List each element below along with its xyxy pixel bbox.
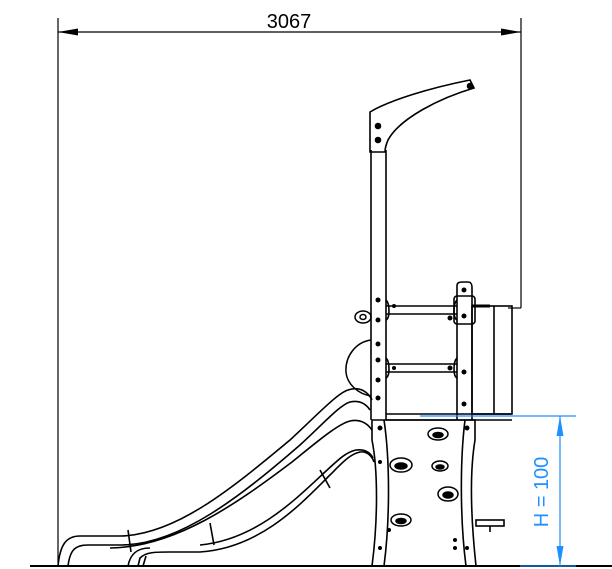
slide-bed-top [109, 419, 373, 549]
width-dimension [57, 18, 522, 563]
rail-end-left [385, 299, 390, 321]
handle-knob-hub [359, 313, 367, 321]
climbing-hold [390, 513, 412, 527]
tall-post [370, 150, 387, 420]
width-dimension-label: 3067 [267, 11, 312, 33]
platform-deck [386, 413, 512, 421]
slide-lower-rail [199, 449, 374, 546]
climbing-holds [389, 427, 459, 527]
side-panel [471, 304, 513, 415]
height-dimension-label: H = 100 [531, 457, 553, 528]
canopy-bolt [374, 136, 382, 144]
climbing-hold [389, 457, 413, 473]
rail-end-left-2 [385, 357, 390, 379]
canopy-bolt [374, 122, 382, 130]
slide-leg [142, 555, 147, 567]
slide-bed-bottom [137, 451, 375, 567]
climbing-wall-inner-left [383, 419, 390, 567]
dome-shape [345, 339, 372, 397]
handle-knob-ring [354, 310, 372, 324]
canopy-outline [369, 79, 476, 153]
lower-step-handle [475, 519, 505, 532]
handle-knob [354, 310, 372, 324]
height-arrow-top [556, 416, 564, 436]
width-arrow-right [501, 28, 521, 36]
short-post-outline [456, 281, 473, 420]
width-arrow-left [58, 28, 78, 36]
slide-outer-rail [57, 387, 373, 567]
climbing-wall [371, 419, 477, 567]
slide-inner-rail-top [67, 400, 371, 567]
handrails [385, 299, 458, 379]
climbing-hold [431, 460, 449, 472]
roof-canopy [369, 79, 476, 153]
climbing-wall-outline [371, 419, 477, 567]
slide-joint-1 [127, 529, 132, 553]
slide-bottom-edge [127, 547, 151, 567]
height-arrow-bottom [556, 546, 564, 566]
wall-bolts [377, 425, 470, 550]
climbing-hold [427, 427, 449, 441]
slide-joint-2 [209, 522, 215, 546]
rail-end-right [453, 299, 458, 321]
slide-joint-3 [319, 469, 331, 489]
canopy-bolt [466, 82, 474, 90]
post-bolts [375, 287, 467, 407]
rail-end-right-2 [453, 357, 458, 379]
climbing-wall-inner-right [460, 419, 467, 567]
side-panel-frame [471, 305, 513, 415]
height-dimension [420, 415, 576, 567]
climbing-hold [437, 486, 459, 502]
slide [57, 387, 375, 567]
